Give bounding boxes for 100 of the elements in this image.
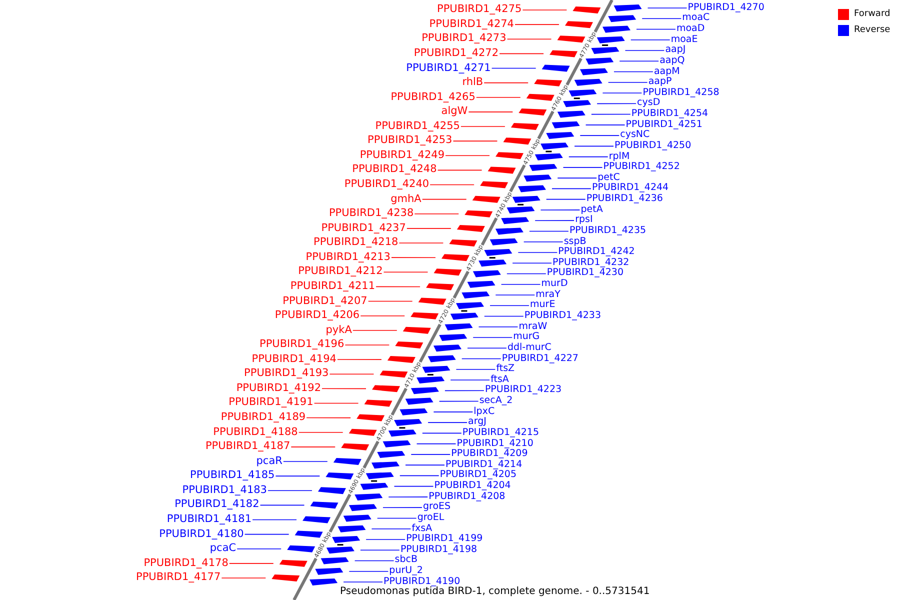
gene-label: gmhA (390, 194, 422, 206)
gene-label: PPUBIRD1_4213 (306, 252, 390, 264)
gene-label: sspB (564, 236, 586, 248)
gene-label: PPUBIRD1_4211 (290, 280, 376, 292)
gene-label: PPUBIRD1_4270 (688, 2, 764, 14)
leader-line (410, 454, 451, 455)
gene-label: aapM (654, 66, 680, 78)
gene-label: PPUBIRD1_4198 (400, 544, 478, 556)
leader-line (391, 257, 436, 258)
leader-line (514, 24, 560, 25)
leader-line (484, 316, 524, 317)
gene-label: PPUBIRD1_4206 (274, 310, 360, 322)
gene-label: PPUBIRD1_4181 (166, 514, 252, 526)
gene-label: PPUBIRD1_4183 (182, 484, 267, 496)
gene-label: PPUBIRD1_4196 (259, 339, 344, 351)
leader-line (348, 570, 389, 572)
gene-label: PPUBIRD1_4227 (502, 354, 578, 364)
leader-line (298, 432, 344, 433)
leader-line (438, 400, 479, 402)
leader-line (228, 563, 274, 564)
gene-label: rpsI (575, 215, 593, 226)
gene-label: moaD (676, 24, 705, 34)
leader-line (406, 228, 452, 229)
gene-label: PPUBIRD1_4252 (603, 162, 680, 173)
leader-line (428, 422, 468, 423)
gene-label: PPUBIRD1_4199 (406, 534, 483, 545)
gene-label: pcaR (256, 456, 282, 468)
leader-line (476, 96, 521, 98)
gene-label: PPUBIRD1_4244 (592, 183, 669, 194)
gene-label: PPUBIRD1_4273 (422, 33, 506, 45)
gene-label: PPUBIRD1_4265 (390, 92, 476, 104)
leader-line (352, 330, 398, 331)
leader-line (456, 369, 496, 370)
leader-line (444, 390, 484, 392)
gene-label: aapJ (665, 45, 686, 56)
gene-label: pcaC (210, 543, 236, 555)
leader-line (614, 71, 654, 72)
gene-label: fxsA (412, 524, 432, 534)
gene-label: PPUBIRD1_4190 (384, 576, 460, 588)
gene-label: PPUBIRD1_4237 (321, 222, 406, 234)
leader-line (354, 560, 394, 562)
legend-label: Forward (854, 8, 890, 20)
leader-line (472, 337, 512, 338)
leader-line (376, 286, 420, 288)
gene-label: PPUBIRD1_4250 (614, 140, 692, 152)
leader-line (437, 170, 482, 171)
leader-line (371, 528, 412, 530)
gene-label: PPUBIRD1_4209 (451, 449, 528, 460)
gene-label: PPUBIRD1_4187 (205, 441, 290, 453)
gene-label: PPUBIRD1_4230 (546, 268, 624, 279)
leader-line (399, 475, 440, 476)
gene-label: PPUBIRD1_4272 (414, 48, 499, 60)
leader-line (552, 188, 592, 190)
leader-line (546, 198, 586, 200)
legend-label: Reverse (854, 24, 890, 36)
gene-label: aapQ (660, 56, 685, 66)
gene-label: PPUBIRD1_4253 (368, 135, 452, 147)
leader-line (430, 184, 474, 186)
leader-line (452, 140, 498, 142)
gene-label: PPUBIRD1_4251 (626, 120, 702, 130)
leader-line (306, 417, 351, 418)
leader-line (580, 135, 620, 136)
gene-label: PPUBIRD1_4258 (642, 88, 720, 98)
gene-label: PPUBIRD1_4214 (446, 460, 522, 470)
gene-label: PPUBIRD1_4207 (282, 296, 368, 308)
gene-label: PPUBIRD1_4232 (552, 258, 630, 268)
leader-line (467, 348, 507, 349)
gene-label: PPUBIRD1_4194 (252, 354, 336, 366)
leader-line (376, 518, 417, 519)
gene-label: groEL (417, 512, 444, 524)
leader-line (388, 496, 428, 498)
leader-line (608, 82, 648, 83)
gene-label: purU_2 (389, 566, 423, 577)
gene-label: sbcB (394, 555, 418, 566)
gene-label: murD (541, 279, 568, 290)
gene-label: PPUBIRD1_4205 (440, 470, 516, 481)
gene-label: PPUBIRD1_4218 (314, 237, 398, 249)
gene-label: PPUBIRD1_4215 (462, 428, 540, 438)
gene-label: PPUBIRD1_4235 (569, 226, 646, 236)
leader-line (523, 241, 564, 242)
gene-label: PPUBIRD1_4275 (437, 4, 522, 16)
gene-label: PPUBIRD1_4188 (213, 426, 298, 438)
gene-label: PPUBIRD1_4192 (236, 382, 322, 394)
gene-label: PPUBIRD1_4178 (144, 558, 228, 570)
gene-label: PPUBIRD1_4177 (136, 572, 221, 584)
gene-label: PPUBIRD1_4212 (298, 266, 383, 278)
leader-line (414, 213, 460, 214)
leader-line (252, 519, 297, 520)
leader-line (398, 242, 444, 244)
leader-line (568, 156, 608, 158)
gene-label: moaC (682, 13, 710, 24)
leader-line (478, 326, 518, 328)
gene-label: rhlB (462, 77, 484, 89)
leader-line (260, 504, 305, 506)
gene-label: PPUBIRD1_4271 (406, 62, 491, 74)
gene-label: petA (580, 204, 603, 216)
leader-line (422, 432, 462, 434)
gene-label: PPUBIRD1_4240 (344, 179, 430, 191)
gene-label: PPUBIRD1_4210 (456, 438, 534, 450)
leader-line (596, 103, 636, 104)
